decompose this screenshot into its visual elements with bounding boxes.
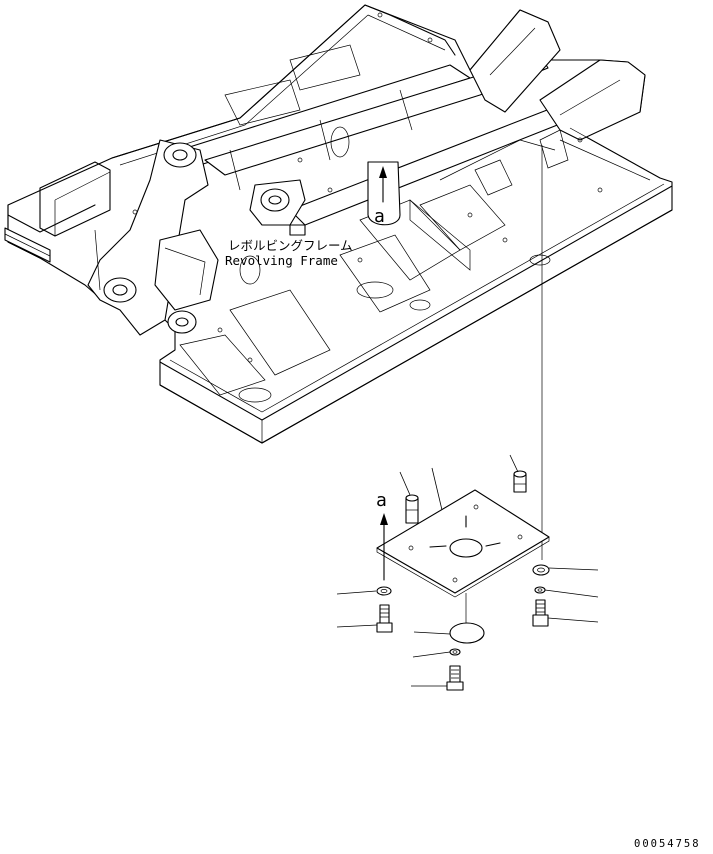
bolt-right bbox=[532, 599, 549, 627]
cover-assembly: a bbox=[336, 145, 599, 691]
washer-left bbox=[376, 586, 392, 596]
revolving-frame: a bbox=[4, 4, 673, 444]
washer-right-small bbox=[534, 586, 546, 594]
left-detail-label: a bbox=[376, 490, 387, 511]
detail-marker-on-frame: a bbox=[367, 161, 401, 227]
washer-right-large bbox=[532, 564, 550, 576]
frame-detail-label: a bbox=[374, 206, 385, 227]
washer-center bbox=[449, 648, 461, 656]
frame-label-jp: レボルビングフレーム bbox=[228, 238, 353, 253]
bolt-center bbox=[446, 665, 464, 691]
detail-marker-left: a bbox=[376, 490, 388, 581]
bolt-left bbox=[376, 604, 393, 633]
drawing-number: 00054758 bbox=[634, 838, 701, 849]
frame-label-en: Revolving Frame bbox=[225, 253, 338, 268]
stud-right bbox=[513, 470, 527, 493]
stud-left bbox=[405, 494, 419, 524]
leader-lines bbox=[336, 454, 599, 687]
